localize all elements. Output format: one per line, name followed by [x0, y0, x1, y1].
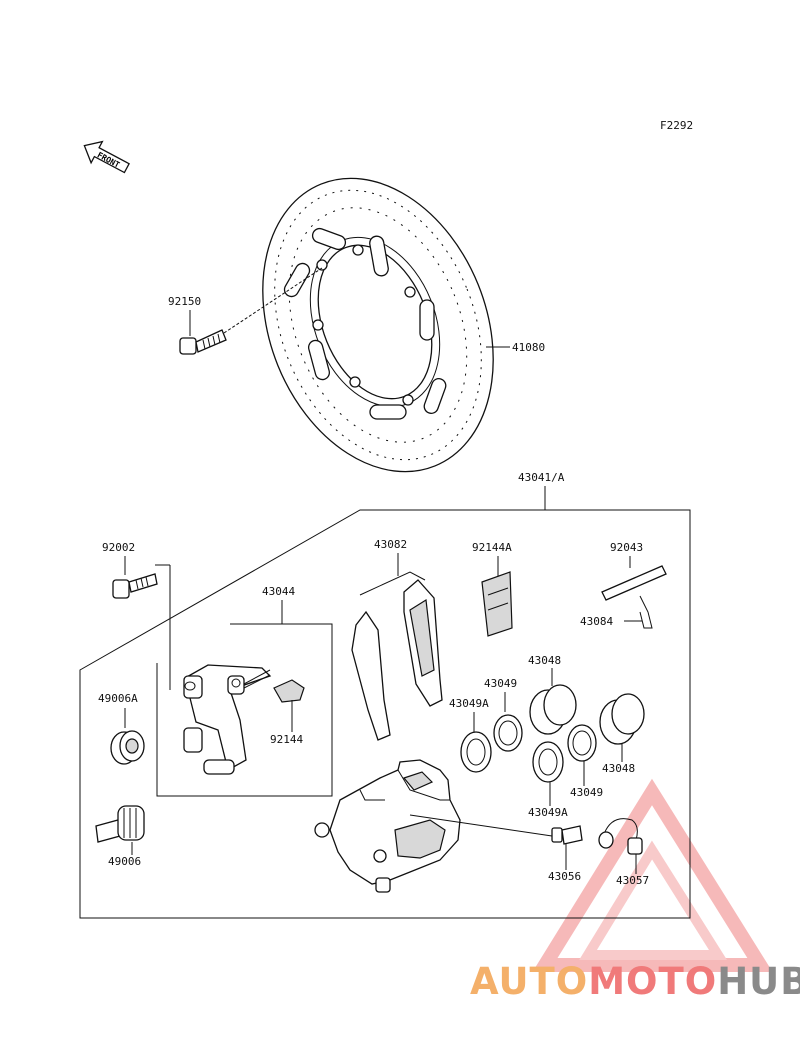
caliper-assembly-box	[79, 509, 691, 919]
pad-spring	[481, 571, 513, 637]
label-disc: 41080	[512, 341, 545, 354]
label-piston-lower: 43048	[602, 762, 635, 775]
piston-lower	[599, 693, 645, 745]
pad-pin	[601, 565, 667, 601]
label-boot-a: 49006A	[98, 692, 138, 705]
label-bleeder-cap: 43057	[616, 874, 649, 887]
bleeder-bolt	[112, 573, 158, 599]
bleeder-valve	[551, 825, 583, 845]
caliper-body	[314, 759, 553, 893]
brake-pad-left	[351, 610, 391, 741]
label-guide-pin: 49006	[108, 855, 141, 868]
label-bleeder-valve: 43056	[548, 870, 581, 883]
label-pad-pin: 92043	[610, 541, 643, 554]
seal-lower-a	[532, 741, 564, 783]
label-seal-lower-a: 43049A	[528, 806, 568, 819]
seal-lower	[567, 724, 597, 762]
bleeder-cap	[598, 818, 643, 855]
label-piston-upper: 43048	[528, 654, 561, 667]
disc-bolt	[179, 267, 323, 355]
watermark-part1: AUTO	[470, 960, 589, 1003]
label-bleeder-bolt: 92002	[102, 541, 135, 554]
seal-upper-a	[460, 731, 492, 773]
label-seal-upper: 43049	[484, 677, 517, 690]
label-seal-upper-a: 43049A	[449, 697, 489, 710]
watermark-part2: MOTO	[588, 960, 718, 1003]
bracket-subbox	[156, 623, 333, 797]
watermark-triangle	[532, 778, 773, 972]
brake-disc	[262, 177, 494, 473]
label-seal-lower: 43049	[570, 786, 603, 799]
label-pad-spring: 92144A	[472, 541, 512, 554]
brake-pad-right	[403, 579, 443, 707]
figure-code: F2292	[660, 119, 693, 132]
bracket-spring	[273, 679, 305, 703]
watermark-text: AUTOMOTOHUB	[470, 960, 800, 1003]
clip	[639, 595, 653, 629]
label-pads: 43082	[374, 538, 407, 551]
label-disc-bolt: 92150	[168, 295, 201, 308]
label-assembly: 43041/A	[518, 471, 565, 484]
label-caliper-bracket: 43044	[262, 585, 295, 598]
boot-a	[110, 730, 145, 765]
label-clip: 43084	[580, 615, 613, 628]
label-bracket-spring: 92144	[270, 733, 303, 746]
piston-upper	[529, 684, 577, 735]
guide-pin	[95, 805, 145, 843]
seal-upper	[493, 714, 523, 752]
caliper-bracket	[183, 664, 272, 775]
front-arrow-icon: FRONT	[83, 140, 130, 174]
watermark-part3: HUB	[717, 960, 800, 1003]
